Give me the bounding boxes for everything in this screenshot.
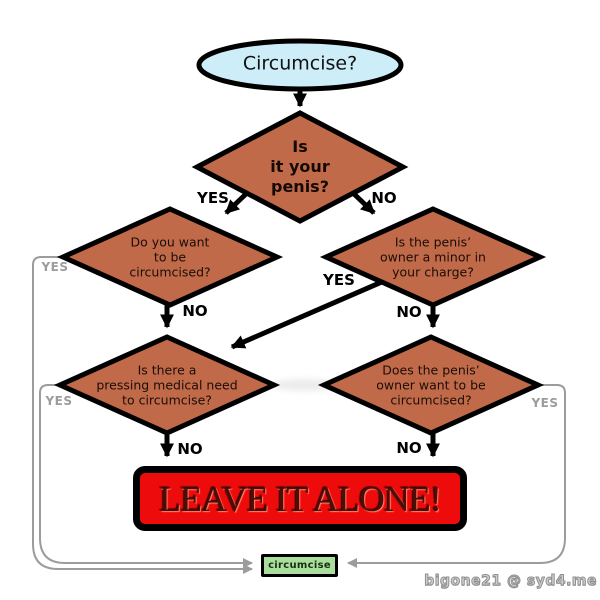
edge-label-d1-no: NO	[371, 189, 397, 207]
decision-is-it-your-penis-shape	[191, 110, 409, 224]
edge-label-medical-yes: YES	[45, 393, 73, 408]
edge-medical-need-yes	[39, 384, 253, 568]
edge-label-owner-no: NO	[396, 439, 422, 457]
gray-yes-paths	[32, 256, 566, 574]
edge-label-d1-yes: YES	[197, 189, 229, 207]
decision-owner-want-label: Does the penis’ owner want to be circumc…	[376, 362, 486, 408]
decision-medical-need-label: Is there a pressing medical need to circ…	[96, 362, 238, 408]
decision-owner-want-shape	[317, 334, 545, 436]
edge-label-minor-no: NO	[396, 303, 422, 321]
black-arrows	[160, 88, 440, 458]
edge-d1-yes	[224, 191, 249, 215]
edge-do-you-want-yes	[32, 256, 253, 574]
decision-minor-in-charge-label: Is the penis’ owner a minor in your char…	[380, 234, 486, 280]
faded-watermark-smudge	[272, 379, 338, 391]
decision-do-you-want-label: Do you want to be circumcised?	[129, 234, 211, 280]
start-node-label: Circumcise?	[242, 52, 358, 75]
decision-minor-in-charge-shape	[319, 206, 547, 308]
circumcise-box: circumcise	[261, 554, 338, 577]
decision-medical-need-shape	[53, 334, 281, 436]
edge-label-do-you-want-no: NO	[182, 302, 208, 320]
leave-it-alone-box: LEAVE IT ALONE!	[133, 466, 467, 531]
edge-minor-yes-diagonal	[230, 278, 385, 350]
edge-label-medical-no: NO	[177, 440, 203, 458]
start-node-shape	[196, 38, 404, 92]
edge-label-owner-yes: YES	[531, 395, 559, 410]
edge-label-minor-yes: YES	[323, 271, 355, 289]
decision-do-you-want-shape	[56, 206, 284, 308]
edge-label-do-you-want-yes: YES	[41, 259, 69, 274]
edge-owner-want-yes	[347, 384, 566, 568]
circumcise-label: circumcise	[268, 560, 331, 571]
leave-it-alone-label: LEAVE IT ALONE!	[159, 478, 442, 519]
decision-is-it-your-penis-label: Is it your penis?	[270, 137, 330, 196]
watermark-text: bigone21 @ syd4.me	[424, 573, 597, 590]
edge-d1-no	[351, 191, 376, 215]
